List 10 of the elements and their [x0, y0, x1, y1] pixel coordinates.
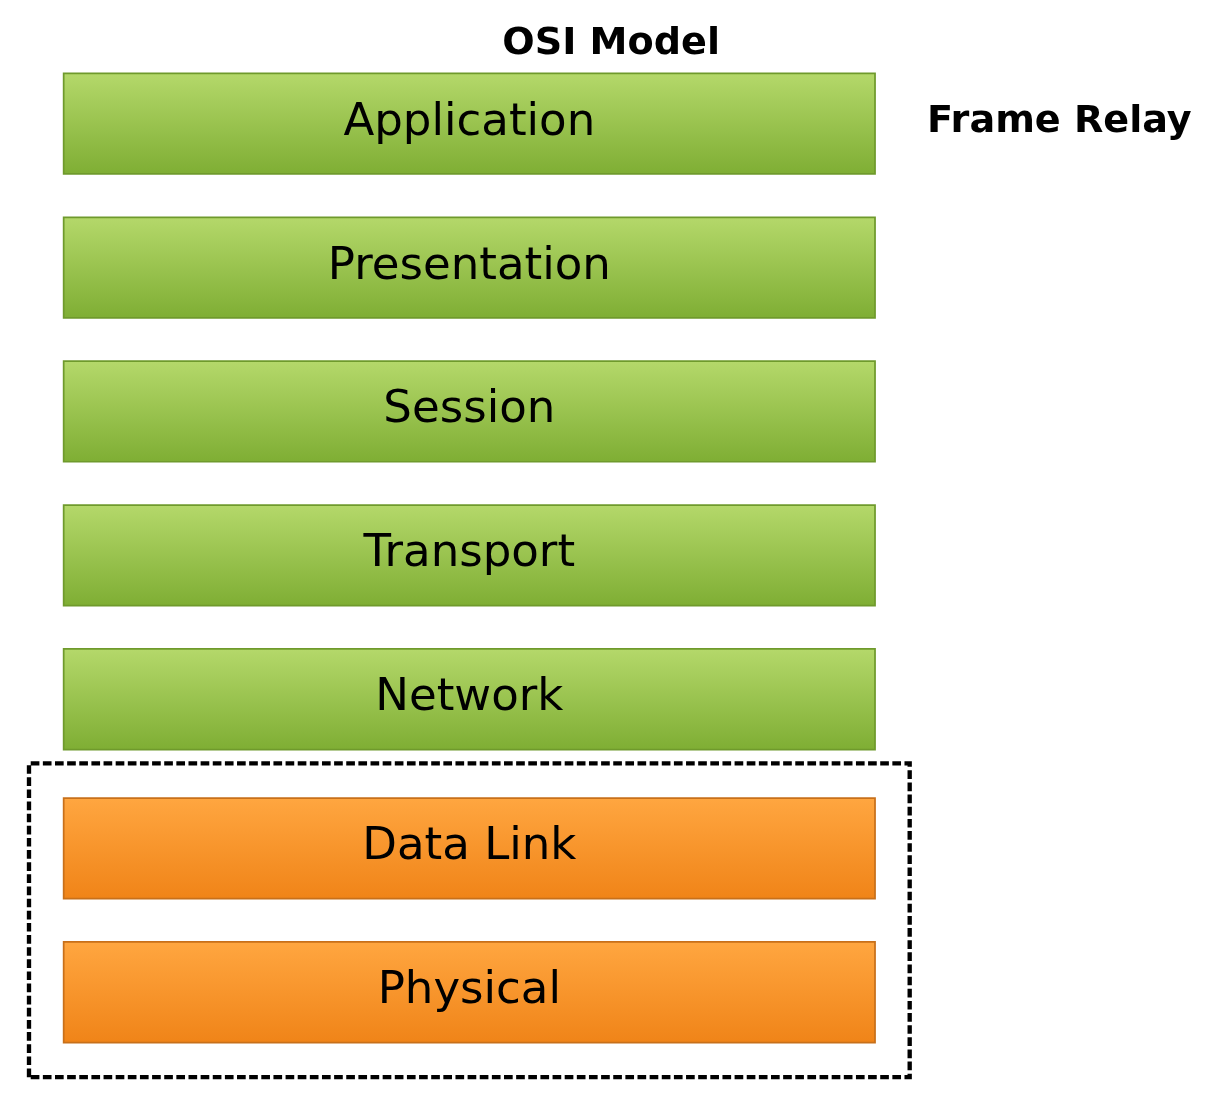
node-box: Presentation [62, 215, 876, 319]
cluster [26, 760, 912, 1079]
node-box: Network [62, 647, 876, 750]
node-box: Application [62, 72, 876, 175]
node-box: Data Link [62, 796, 876, 899]
diagram-title: OSI Model [502, 18, 720, 63]
node-box: Physical [62, 940, 876, 1043]
node-box: Session [62, 359, 876, 463]
node-box: Transport [62, 503, 876, 606]
label: Frame Relay [927, 96, 1192, 141]
